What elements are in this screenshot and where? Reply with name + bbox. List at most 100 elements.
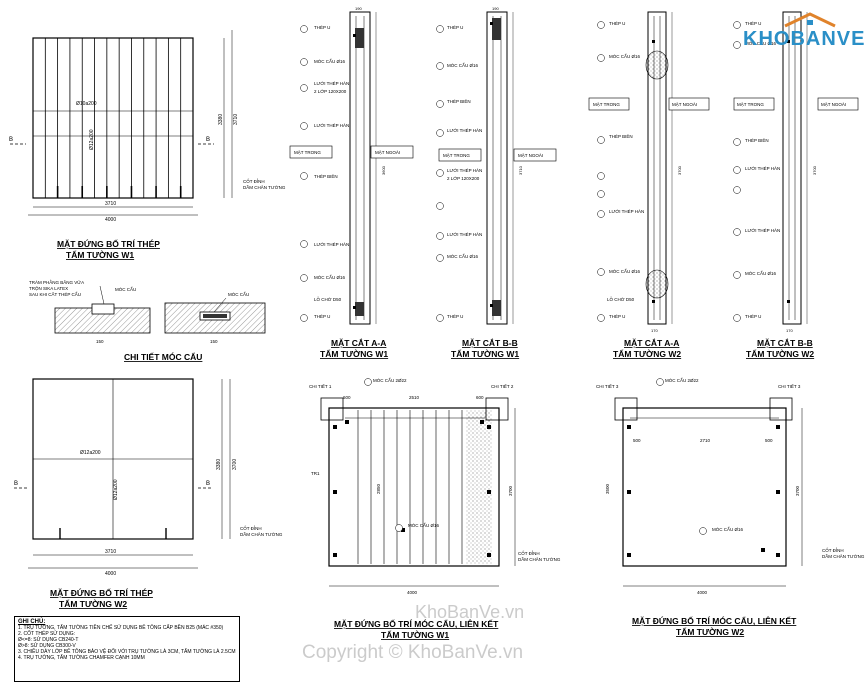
sec-bb-w2-title: MẶT CẮT B-B [757,338,813,348]
w1-cut-right: B [206,137,210,143]
hook-note1: TRÁM PHẲNG BẰNG VỮA [29,278,84,285]
callout-circle [300,84,308,92]
hook-marker [487,553,491,557]
hook-marker [776,425,780,429]
hw2-dim-top: 2710 [700,438,711,443]
callout-circle [597,268,605,276]
hook-dim-a: 150 [96,339,104,344]
hw2-dim-total: 4000 [697,590,708,595]
hw1-dim-total: 4000 [407,590,418,595]
sec-bb-w1-mesh3: LƯỚI THÉP HÀN [447,231,482,237]
sec-bb-w2-width: 170 [786,328,793,333]
sec-bb-w2-hook: MÓC CẨU Ø16 [745,40,777,46]
callout-circle [436,232,444,240]
sec-aa-w1-width: 190 [355,6,362,11]
sec-bb-w2-outside: MẶT NGOÀI [821,101,846,107]
callout-circle [597,54,605,62]
callout-circle [597,136,605,144]
sec-bb-w2-edge: THÉP BIÊN [745,136,769,143]
hw1-dim-top: 2510 [409,395,420,400]
sec-bb-w2-height: 3700 [812,165,817,175]
section-marker [652,40,655,43]
sec-bb-w2-mesh2: LƯỚI THÉP HÀN [745,227,780,233]
sec-aa-w1-hook2: MÓC CẨU Ø16 [314,274,346,280]
section-aa-w1: 190 3600 THÉP U MÓC CẨU Ø16 LƯỚI THÉP HÀ… [289,6,414,359]
note-2: 2. CỐT THÉP SỬ DỤNG: [18,631,76,637]
sec-bb-w2-mesh: LƯỚI THÉP HÀN [745,165,780,171]
sec-aa-w2-mesh: LƯỚI THÉP HÀN [609,208,644,214]
callout-circle [300,122,308,130]
w1-ground-label: CỐT ĐỈNH [243,178,265,184]
sec-aa-w2-steel-u: THÉP U [609,20,625,26]
sec-aa-w2-hook: MÓC CẨU Ø16 [609,53,641,59]
sec-bb-w1-hook: MÓC CẨU Ø16 [447,62,479,68]
hw2-title: MẶT ĐỨNG BỐ TRÍ MÓC CẨU, LIÊN KẾT [632,615,797,626]
w2-cut-right: B [206,481,210,487]
hw1-ground2: DẦM CHÂN TƯỜNG [518,556,561,562]
hw1-ground: CỐT ĐỈNH [518,550,540,556]
hw1-dim-h-mid: 2850 [376,483,381,494]
sec-bb-w2-sub: TẤM TƯỜNG W2 [746,348,814,359]
hook-marker [761,548,765,552]
hook-marker [487,425,491,429]
section-marker [490,304,493,307]
w2-ground-label2: DẦM CHÂN TƯỜNG [240,531,283,537]
sec-aa-w2-edge: THÉP BIÊN [609,132,633,139]
callout-circle [597,190,605,198]
sec-bb-w2-inside: MẶT TRONG [737,101,764,107]
hook-elevation-w1: CHI TIẾT 1 CHI TIẾT 2 MÓC CẨU 2Ø22 MÓC C… [309,377,561,640]
sec-aa-w2-outside: MẶT NGOÀI [672,101,697,107]
sec-aa-w1-steel-u: THÉP U [314,24,330,30]
khobanve-logo: KHOBANVE [735,12,864,52]
w1-dim-h-inner: 3380 [218,114,224,125]
hw2-detail3b: CHI TIẾT 3 [778,383,801,389]
hw2-dim-h-mid: 3500 [605,483,610,494]
callout-circle [733,314,741,322]
sec-aa-w1-mesh: LƯỚI THÉP HÀN [314,80,349,86]
hook-detail-title: CHI TIẾT MÓC CẨU [124,351,202,362]
hw1-dim-right: 600 [476,395,484,400]
sec-aa-w1-inside: MẶT TRONG [294,149,321,155]
sec-bb-w1-edge: THÉP BIÊN [447,97,471,104]
w2-dim-h-total: 3700 [232,459,238,470]
hook-marker [776,553,780,557]
note-1: 1. TRỤ TƯỜNG, TẤM TƯỜNG TIỀN CHẾ SỬ DỤNG… [18,625,224,631]
callout-circle [733,138,741,146]
sec-bb-w1-steel-u2: THÉP U [447,313,463,319]
section-marker [353,306,356,309]
hook-marker [345,420,349,424]
note-4: Ø>8: SỬ DỤNG CB300-V [18,643,76,649]
callout-circle [597,210,605,218]
hw1-tr: TR1 [311,471,320,476]
sec-bb-w1-hook2: MÓC CẨU Ø16 [447,253,479,259]
w1-elev-sub: TẤM TƯỜNG W1 [66,249,134,260]
callout-circle [733,271,741,279]
callout-circle [436,254,444,262]
hw1-sub: TẤM TƯỜNG W1 [381,629,449,640]
watermark-copyright: Copyright © KhoBanVe.vn [302,642,524,663]
sec-aa-w2-title: MẶT CẮT A-A [624,338,679,348]
w1-elev-title: MẶT ĐỨNG BỐ TRÍ THÉP [57,238,160,249]
hw1-detail2: CHI TIẾT 2 [491,383,514,389]
w1-cut-left: B [9,137,13,143]
sec-bb-w1-layers: 2 LỚP 120X200 [447,175,480,181]
w1-ground-label2: DẦM CHÂN TƯỜNG [243,184,286,190]
logo-text: KHOBANVE [743,28,865,50]
callout-circle [436,62,444,70]
sec-bb-w2-steel-u: THÉP U [745,20,761,26]
house-roof-icon [784,12,836,28]
sec-aa-w2-hole: LỖ CHỜ D50 [607,296,635,302]
notes-heading: GHI CHÚ: [18,619,46,625]
callout-circle [300,314,308,322]
sec-bb-w1-outside: MẶT NGOÀI [518,152,543,158]
hw2-dim-left: 500 [633,438,641,443]
sec-bb-w1-width: 190 [492,6,499,11]
sec-aa-w2-steel-u2: THÉP U [609,313,625,319]
w2-dim-inner: 3710 [105,549,116,555]
hook-marker [333,425,337,429]
callout-circle [436,202,444,210]
callout-circle [597,172,605,180]
w2-ground-label: CỐT ĐỈNH [240,525,262,531]
hw2-sub: TẤM TƯỜNG W2 [676,626,744,637]
w2-rebar-h-label: Ø12a200 [80,450,101,456]
